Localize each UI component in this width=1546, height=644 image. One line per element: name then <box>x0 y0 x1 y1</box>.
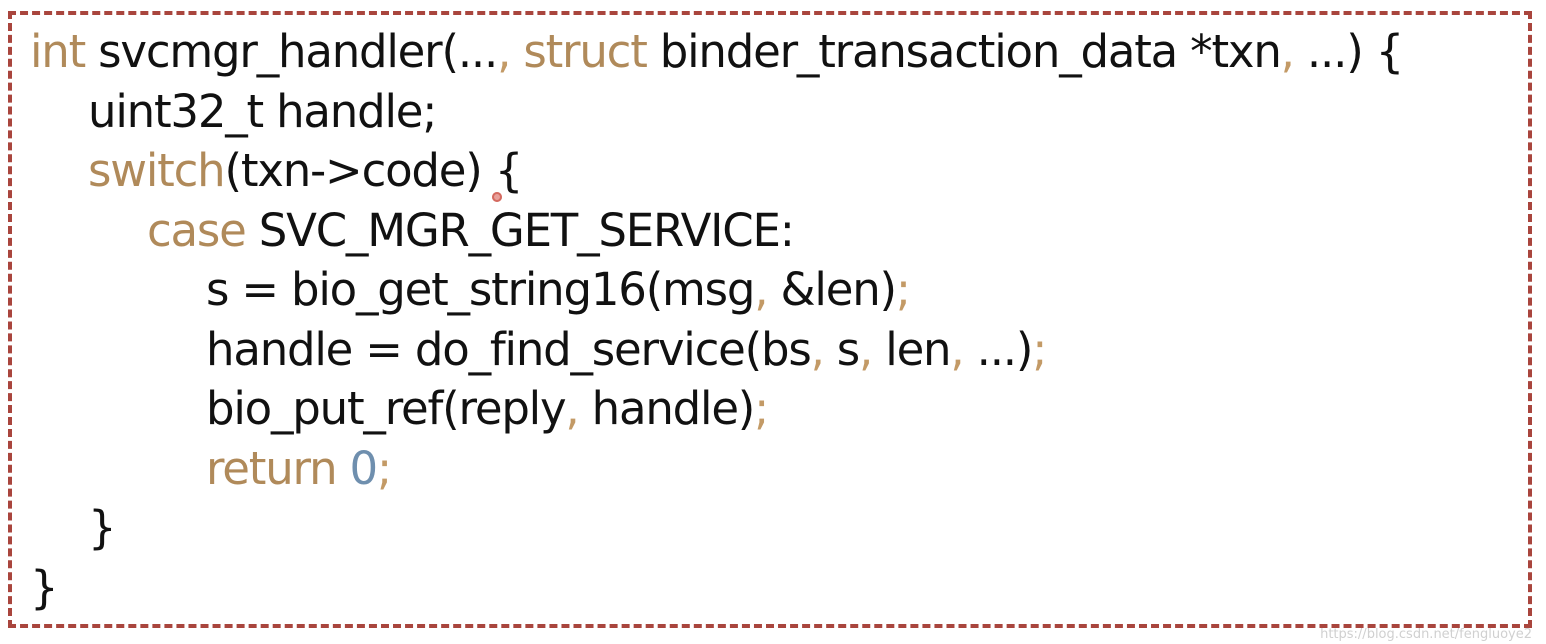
code-line: } <box>30 498 1403 558</box>
code-line: case SVC_MGR_GET_SERVICE: <box>30 201 1403 261</box>
pointer-dot-icon <box>492 192 502 202</box>
code-punctuation: , <box>859 322 873 376</box>
code-line: } <box>30 558 1403 618</box>
code-keyword: int <box>30 25 86 78</box>
code-line: int svcmgr_handler(..., struct binder_tr… <box>30 22 1404 82</box>
code-line: handle = do_find_service(bs, s, len, ...… <box>30 320 1403 380</box>
code-token <box>336 442 349 495</box>
code-line: bio_put_ref(reply, handle); <box>30 379 1403 439</box>
code-token <box>510 25 523 78</box>
code-token: ...) { <box>1293 25 1404 78</box>
code-block: int svcmgr_handler(..., struct binder_tr… <box>30 22 1404 618</box>
code-punctuation: ; <box>754 382 769 435</box>
code-token: } <box>88 501 117 554</box>
code-token: (txn->code) { <box>224 144 523 197</box>
code-token: binder_transaction_data *txn <box>646 25 1282 78</box>
code-punctuation: ; <box>1032 322 1047 376</box>
code-punctuation: ; <box>376 441 392 495</box>
code-punctuation: , <box>1280 25 1295 78</box>
code-line: s = bio_get_string16(msg, &len); <box>30 260 1403 320</box>
code-line: switch(txn->code) { <box>30 141 1403 201</box>
code-number: 0 <box>349 441 379 495</box>
code-token: } <box>30 560 59 614</box>
code-punctuation: , <box>810 322 825 376</box>
code-token: SVC_MGR_GET_SERVICE: <box>245 203 795 257</box>
dashed-frame <box>8 11 1532 628</box>
code-punctuation: , <box>950 322 964 376</box>
code-keyword: return <box>206 441 338 495</box>
code-punctuation: , <box>565 382 579 435</box>
code-token: uint32_t handle; <box>88 84 437 138</box>
code-keyword: case <box>147 203 247 257</box>
code-token: ...) <box>963 322 1034 376</box>
code-punctuation: , <box>754 263 768 316</box>
code-punctuation: , <box>497 25 511 78</box>
code-token: svcmgr_handler(... <box>85 25 498 78</box>
code-token: bio_put_ref(reply <box>206 382 567 435</box>
code-token: len <box>872 322 951 376</box>
code-token: handle) <box>578 382 756 435</box>
code-token: s <box>823 322 860 376</box>
code-keyword: switch <box>88 144 226 197</box>
code-punctuation: ; <box>895 263 911 316</box>
code-token: handle = do_find_service(bs <box>206 322 812 376</box>
code-token: &len) <box>767 263 898 316</box>
code-keyword: struct <box>523 25 647 78</box>
code-line: return 0; <box>30 439 1403 499</box>
code-line: uint32_t handle; <box>30 82 1403 142</box>
code-token: s = bio_get_string16(msg <box>206 263 755 316</box>
watermark: https://blog.csdn.net/fengluoye2 <box>1320 627 1532 642</box>
